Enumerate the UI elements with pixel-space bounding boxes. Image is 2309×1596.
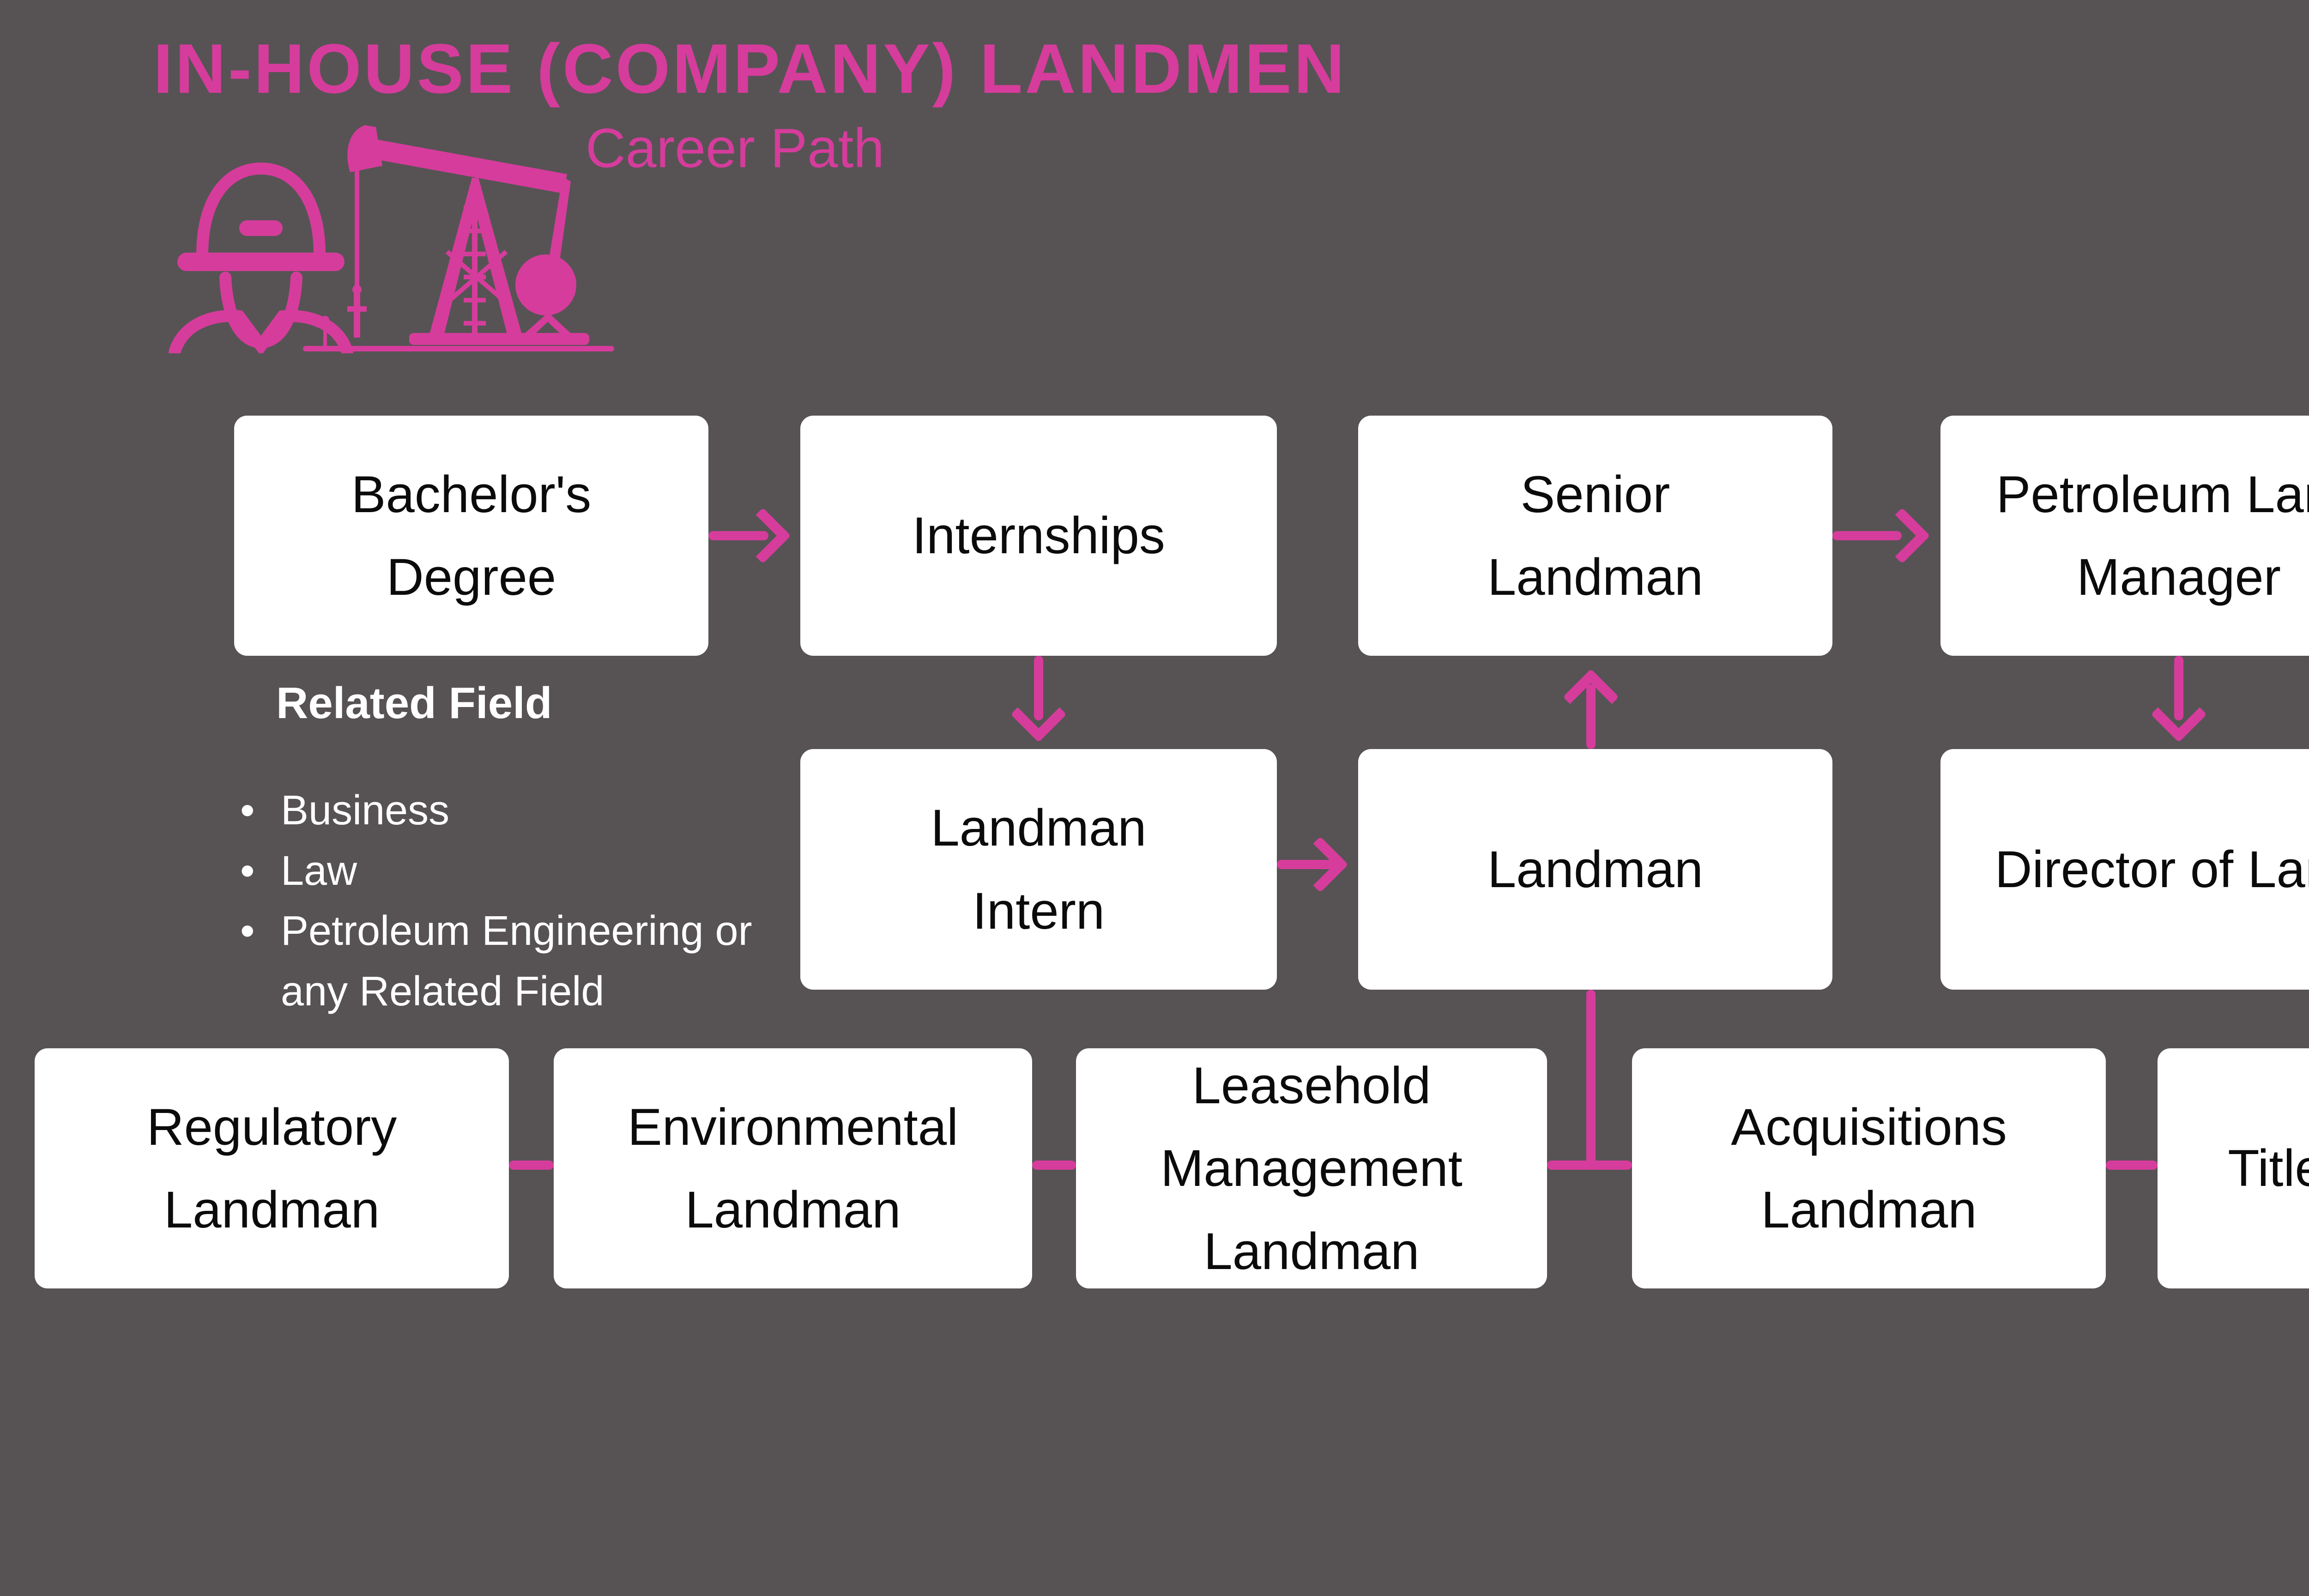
node-label: Internships — [912, 507, 1165, 565]
node-label: Environmental Landman — [628, 1098, 958, 1239]
node-leasehold-management-landman: Leasehold Management Landman — [1076, 1048, 1547, 1288]
connector-regulatory-environmental — [509, 1161, 554, 1170]
node-acquisitions-landman: Acquisitions Landman — [1632, 1048, 2106, 1288]
node-label: Bachelor's Degree — [351, 465, 592, 606]
node-director-of-land: Director of Land — [1940, 749, 2309, 990]
related-field-heading: Related Field — [276, 678, 552, 728]
arrowhead-down-icon — [1010, 686, 1067, 743]
node-label: Leasehold Management Landman — [1161, 1057, 1463, 1280]
node-label: Landman Intern — [931, 799, 1147, 940]
arrowhead-up-icon — [1563, 669, 1619, 725]
node-label: Landman — [1487, 840, 1704, 898]
node-environmental-landman: Environmental Landman — [554, 1048, 1032, 1288]
arrowhead-right-icon — [735, 508, 791, 564]
node-label: Director of Land — [1995, 840, 2309, 898]
page-title: IN-HOUSE (COMPANY) LANDMEN — [153, 30, 1347, 108]
arrow-senior-landman-to-petroleum-land-manager — [1832, 531, 1902, 540]
arrowhead-right-icon — [1292, 836, 1348, 893]
related-field-list: Business Law Petroleum Engineering or an… — [240, 780, 790, 1022]
node-label: Title Examiner — [2228, 1139, 2309, 1197]
arrow-landman-intern-to-landman — [1277, 860, 1335, 869]
node-label: Senior Landman — [1487, 465, 1704, 606]
node-regulatory-landman: Regulatory Landman — [35, 1048, 509, 1288]
node-landman-intern: Landman Intern — [800, 749, 1277, 990]
arrow-landman-to-senior-landman — [1586, 684, 1596, 749]
node-label: Acquisitions Landman — [1731, 1098, 2007, 1239]
connector-acquisitions-title-examiner — [2106, 1161, 2158, 1170]
node-petroleum-land-manager: Petroleum Land Manager — [1940, 416, 2309, 656]
connector-leasehold-acquisitions — [1547, 1161, 1632, 1170]
node-label: Regulatory Landman — [146, 1098, 397, 1239]
node-bachelors-degree: Bachelor's Degree — [234, 416, 708, 656]
node-senior-landman: Senior Landman — [1358, 416, 1832, 656]
arrowhead-down-icon — [2151, 686, 2207, 743]
node-landman: Landman — [1358, 749, 1832, 990]
arrowhead-right-icon — [1874, 508, 1930, 564]
arrow-internships-to-landman-intern — [1034, 656, 1043, 720]
connector-landman-to-specialty-row — [1586, 990, 1596, 1170]
node-label: Petroleum Land Manager — [1996, 465, 2309, 606]
landman-worker-and-pumpjack-icon — [169, 125, 614, 353]
list-item: Law — [240, 841, 790, 901]
list-item: Business — [240, 780, 790, 841]
related-field-section: Related Field Business Law Petroleum Eng… — [240, 678, 790, 1022]
node-title-examiner: Title Examiner — [2158, 1048, 2309, 1288]
page-subtitle: Career Path — [586, 117, 884, 179]
arrow-bachelors-to-internships — [708, 531, 768, 540]
arrow-petroleum-land-manager-to-director-of-land — [2174, 656, 2183, 720]
list-item: Petroleum Engineering or any Related Fie… — [240, 901, 790, 1022]
connector-environmental-leasehold — [1032, 1161, 1076, 1170]
node-internships: Internships — [800, 416, 1277, 656]
